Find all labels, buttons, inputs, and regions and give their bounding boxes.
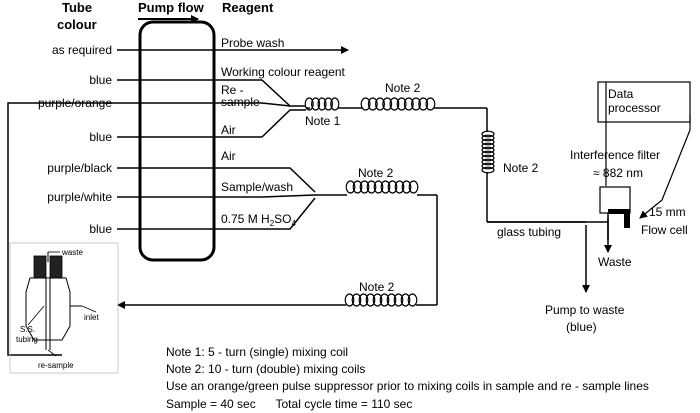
- coil-label-note2: Note 2: [385, 81, 421, 95]
- coil-turn: [317, 97, 327, 111]
- coil-turn: [418, 97, 429, 111]
- coil-turn: [387, 180, 398, 194]
- coil-turn: [411, 97, 422, 111]
- reagent-label: sample: [221, 95, 260, 109]
- coil-label-note2: Note 2: [359, 280, 395, 294]
- reagent-label: Re -: [221, 83, 244, 97]
- coil-turn: [323, 97, 333, 111]
- coil-turn: [359, 180, 370, 194]
- reagent-label: Working colour reagent: [221, 65, 346, 79]
- data-processor-label: processor: [608, 101, 661, 115]
- signal-line: [639, 115, 691, 219]
- suppressor-ss-label: S.S.: [20, 325, 35, 334]
- flow-cell-label: Flow cell: [641, 223, 688, 237]
- coil-turn: [394, 180, 405, 194]
- coil-turn: [366, 180, 377, 194]
- coil-turn: [360, 97, 371, 111]
- reagent-label: 0.75 M H2SO4: [221, 212, 296, 228]
- reagent-label: Air: [221, 149, 236, 163]
- coil-turn: [382, 97, 393, 111]
- coil-turn: [481, 142, 495, 150]
- coil-turn: [481, 166, 495, 174]
- coil-turn: [481, 138, 495, 146]
- suppressor-resample-label: re-sample: [38, 361, 74, 370]
- coil-turn: [481, 158, 495, 166]
- pulse-suppressor: [9, 242, 119, 374]
- coil-turn: [367, 97, 378, 111]
- flow-cell-size-label: 15 mm: [649, 205, 686, 219]
- reagent-label: Probe wash: [221, 36, 284, 50]
- tube-colour-label: as required: [52, 43, 112, 57]
- coil-turn: [351, 293, 362, 307]
- tube-colour-label: purple/white: [47, 190, 112, 204]
- coil-turn: [408, 180, 419, 194]
- coil-turn: [481, 134, 495, 142]
- tube-colour-label: blue: [89, 73, 112, 87]
- coil-turn: [344, 293, 355, 307]
- merge-lines-lower: [261, 167, 347, 230]
- coil-turn: [396, 97, 407, 111]
- coil-turn: [407, 293, 418, 307]
- reagent-label: Air: [221, 123, 236, 137]
- coil-turn: [481, 130, 495, 138]
- coil-turn: [481, 146, 495, 154]
- coil-label-note2: Note 2: [503, 161, 539, 175]
- coil-turn: [379, 293, 390, 307]
- coil-turn: [400, 293, 411, 307]
- coil-turn: [403, 97, 414, 111]
- waste-label: Waste: [598, 255, 632, 269]
- pump-block: [138, 20, 216, 262]
- coil-turn: [375, 97, 386, 111]
- tube-colour-label: blue: [89, 130, 112, 144]
- coil-label-note1: Note 1: [305, 114, 341, 128]
- coil-turn: [393, 293, 404, 307]
- header-pump-flow: Pump flow: [138, 0, 205, 15]
- coil-turn: [401, 180, 412, 194]
- coil-turn: [311, 97, 321, 111]
- coil-turn: [481, 150, 495, 158]
- coil-turn: [304, 97, 314, 111]
- filter-label: Interference filter: [570, 148, 660, 162]
- coil-turn: [481, 154, 495, 162]
- pump-to-waste-label: Pump to waste: [545, 303, 625, 317]
- header-colour: colour: [57, 17, 97, 32]
- coil-turn: [330, 97, 340, 111]
- note-line: Use an orange/green pulse suppressor pri…: [166, 379, 649, 393]
- suppressor-inlet-label: inlet: [84, 313, 99, 322]
- pump-to-waste-label: (blue): [566, 320, 597, 334]
- tube-colour-label: blue: [89, 222, 112, 236]
- coil-turn: [358, 293, 369, 307]
- merge-lines-upper: [261, 79, 306, 138]
- note-line: Note 2: 10 - turn (double) mixing coils: [166, 362, 365, 376]
- data-processor-label: Data: [608, 87, 634, 101]
- header-reagent: Reagent: [222, 0, 274, 15]
- coil-turn: [365, 293, 376, 307]
- flow-cell: [608, 209, 630, 228]
- coil-turn: [380, 180, 391, 194]
- coil-turn: [386, 293, 397, 307]
- tube-colour-label: purple/black: [47, 161, 113, 175]
- suppressor-ss-label: tubing: [16, 335, 38, 344]
- note-line: Sample = 40 sec Total cycle time = 110 s…: [166, 397, 412, 411]
- pump-tubes: [20, 46, 349, 230]
- coil-turn: [352, 180, 363, 194]
- coil-turn: [345, 180, 356, 194]
- wavelength-label: ≈ 882 nm: [593, 166, 643, 180]
- coil-turn: [425, 97, 436, 111]
- mixing-coils: [304, 97, 495, 307]
- note-line: Note 1: 5 - turn (single) mixing coil: [166, 345, 348, 359]
- coil-label-note2: Note 2: [358, 166, 394, 180]
- coil-turn: [373, 180, 384, 194]
- coil-turn: [481, 162, 495, 170]
- reagent-label: Sample/wash: [221, 180, 293, 194]
- suppressor-waste-label: waste: [61, 248, 83, 257]
- coil-turn: [372, 293, 383, 307]
- coil-turn: [389, 97, 400, 111]
- data-processor-box: [597, 81, 691, 123]
- glass-tubing-label: glass tubing: [497, 225, 561, 239]
- header-tube: Tube: [62, 0, 92, 15]
